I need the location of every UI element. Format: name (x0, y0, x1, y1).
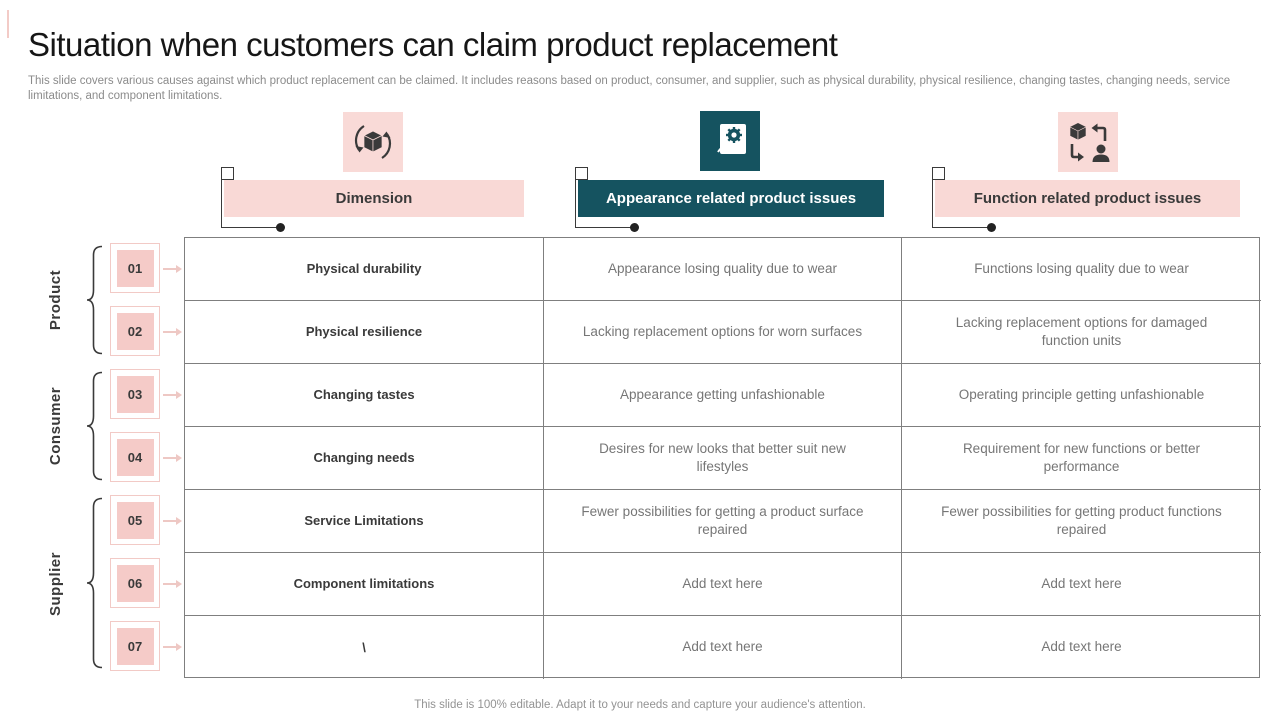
cell-function: Fewer possibilities for getting product … (902, 490, 1261, 553)
column-header-dimension: Dimension (224, 180, 524, 217)
replacement-claims-table: Physical durability Appearance losing qu… (184, 237, 1261, 679)
cell-function: Requirement for new functions or better … (902, 427, 1261, 490)
cell-dimension: Component limitations (185, 553, 544, 616)
row-number: 06 (116, 564, 154, 602)
row-arrow-icon (163, 580, 182, 587)
row-number-badge: 04 (110, 432, 160, 482)
cell-dimension: Physical durability (185, 238, 544, 301)
cell-dimension: Changing tastes (185, 364, 544, 427)
row-arrow-icon (163, 454, 182, 461)
connector-line (221, 227, 278, 228)
page-title: Situation when customers can claim produ… (28, 26, 838, 63)
cell-dimension: Physical resilience (185, 301, 544, 364)
connector-dot (276, 223, 285, 232)
cell-appearance: Lacking replacement options for worn sur… (544, 301, 902, 364)
group-label-text: Consumer (47, 386, 64, 466)
cell-dimension: Changing needs (185, 427, 544, 490)
row-arrow-icon (163, 328, 182, 335)
row-number: 02 (116, 312, 154, 350)
connector-square (575, 167, 588, 180)
cell-appearance-placeholder[interactable]: Add text here (544, 616, 902, 679)
cell-function-placeholder[interactable]: Add text here (1041, 639, 1122, 655)
cell-appearance: Fewer possibilities for getting a produc… (544, 490, 902, 553)
connector-line (575, 180, 576, 227)
cell-function: Functions losing quality due to wear (902, 238, 1261, 301)
column-header-label: Dimension (335, 190, 413, 207)
row-arrow-icon (163, 265, 182, 272)
row-number-badge: 03 (110, 369, 160, 419)
slide-accent-line (7, 10, 9, 38)
row-arrow-icon (163, 643, 182, 650)
slide-footnote: This slide is 100% editable. Adapt it to… (414, 699, 866, 711)
row-number: 05 (116, 501, 154, 539)
row-number-badge: 07 (110, 621, 160, 671)
connector-square (221, 167, 234, 180)
row-number: 04 (116, 438, 154, 476)
group-brace-supplier (86, 497, 103, 669)
package-cycle-icon (343, 112, 403, 172)
connector-line (575, 227, 632, 228)
group-label-supplier: Supplier (47, 484, 67, 684)
connector-dot (987, 223, 996, 232)
connector-square (932, 167, 945, 180)
cell-function: Operating principle getting unfashionabl… (902, 364, 1261, 427)
cell-appearance: Appearance losing quality due to wear (544, 238, 902, 301)
product-return-user-icon (1058, 112, 1118, 172)
connector-line (932, 180, 933, 227)
row-number-badge: 05 (110, 495, 160, 545)
connector-dot (630, 223, 639, 232)
product-service-gear-icon (700, 111, 760, 171)
cell-appearance-placeholder[interactable]: Add text here (544, 553, 902, 616)
row-arrow-icon (163, 391, 182, 398)
row-number-badge: 01 (110, 243, 160, 293)
row-number: 01 (116, 249, 154, 287)
row-number-badge: 02 (110, 306, 160, 356)
column-header-label: Appearance related product issues (605, 190, 857, 207)
cell-appearance: Appearance getting unfashionable (544, 364, 902, 427)
row-number-badge: 06 (110, 558, 160, 608)
group-label-text: Supplier (47, 552, 64, 617)
row-number: 07 (116, 627, 154, 665)
row-arrow-icon (163, 517, 182, 524)
row-number: 03 (116, 375, 154, 413)
cell-appearance: Desires for new looks that better suit n… (544, 427, 902, 490)
connector-line (932, 227, 989, 228)
cell-dimension: Service Limitations (185, 490, 544, 553)
cell-function-placeholder[interactable]: Add text here (902, 553, 1261, 616)
slide-description: This slide covers various causes against… (28, 75, 1231, 103)
column-header-label: Function related product issues (973, 190, 1202, 207)
group-label-text: Product (47, 269, 64, 331)
cell-function: Lacking replacement options for damaged … (902, 301, 1261, 364)
group-brace-consumer (86, 371, 103, 481)
group-brace-product (86, 245, 103, 355)
column-header-function: Function related product issues (935, 180, 1240, 217)
cell-dimension: \ (185, 616, 544, 679)
connector-line (221, 180, 222, 227)
column-header-appearance: Appearance related product issues (578, 180, 884, 217)
